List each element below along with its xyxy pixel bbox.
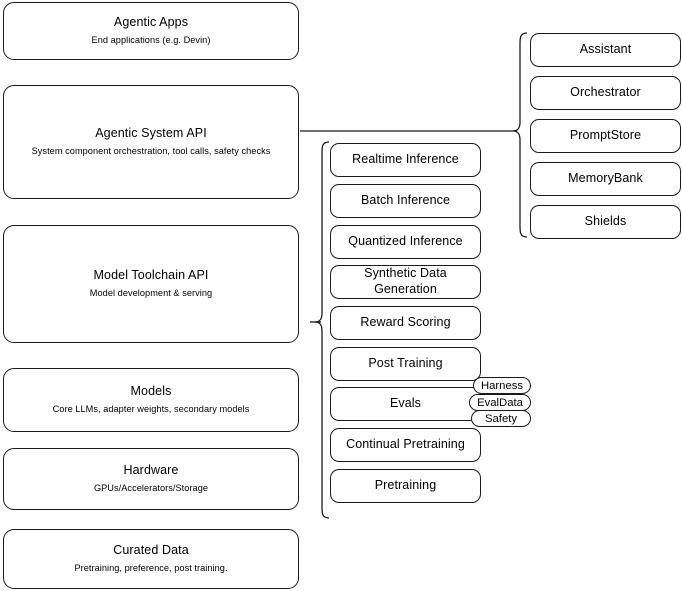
toolchain-component-continual-pretraining[interactable]: Continual Pretraining — [330, 428, 481, 462]
component-label: Realtime Inference — [352, 152, 459, 167]
toolchain-component-post-training[interactable]: Post Training — [330, 347, 481, 381]
layer-title: Models — [130, 384, 172, 399]
system-component-promptstore[interactable]: PromptStore — [530, 119, 681, 153]
toolchain-component-reward-scoring[interactable]: Reward Scoring — [330, 306, 481, 340]
component-label: Assistant — [579, 42, 632, 57]
layer-subtitle: GPUs/Accelerators/Storage — [93, 483, 209, 494]
stack-layer-hardware[interactable]: Hardware GPUs/Accelerators/Storage — [3, 448, 299, 510]
component-label: Pretraining — [374, 478, 437, 493]
badge-label: Safety — [484, 412, 518, 425]
badge-label: Harness — [480, 379, 524, 392]
system-component-shields[interactable]: Shields — [530, 205, 681, 239]
component-label: PromptStore — [569, 128, 642, 143]
badge-label: EvalData — [477, 396, 523, 409]
component-label: Orchestrator — [570, 85, 641, 100]
system-component-orchestrator[interactable]: Orchestrator — [530, 76, 681, 110]
stack-layer-models[interactable]: Models Core LLMs, adapter weights, secon… — [3, 368, 299, 432]
toolchain-component-realtime-inference[interactable]: Realtime Inference — [330, 143, 481, 177]
toolchain-component-quantized-inference[interactable]: Quantized Inference — [330, 225, 481, 259]
stack-layer-agentic-system-api[interactable]: Agentic System API System component orch… — [3, 85, 299, 199]
layer-title: Hardware — [123, 463, 179, 478]
eval-badge-evaldata[interactable]: EvalData — [469, 394, 531, 411]
component-label: Quantized Inference — [348, 234, 463, 249]
stack-layer-agentic-apps[interactable]: Agentic Apps End applications (e.g. Devi… — [3, 2, 299, 60]
layer-subtitle: Core LLMs, adapter weights, secondary mo… — [52, 404, 250, 415]
eval-badge-safety[interactable]: Safety — [471, 410, 531, 427]
component-label: Reward Scoring — [360, 315, 451, 330]
toolchain-component-synthetic-data-generation[interactable]: Synthetic Data Generation — [330, 265, 481, 299]
layer-title: Model Toolchain API — [93, 268, 209, 283]
toolchain-components-brace — [314, 141, 330, 519]
component-label: Continual Pretraining — [346, 437, 465, 452]
component-label: Synthetic Data Generation — [364, 266, 447, 296]
stack-layer-model-toolchain-api[interactable]: Model Toolchain API Model development & … — [3, 225, 299, 343]
layer-subtitle: End applications (e.g. Devin) — [91, 35, 211, 46]
toolchain-component-pretraining[interactable]: Pretraining — [330, 469, 481, 503]
layer-subtitle: Model development & serving — [89, 288, 213, 299]
component-label: Post Training — [368, 356, 443, 371]
system-component-assistant[interactable]: Assistant — [530, 33, 681, 67]
system-components-brace — [512, 32, 528, 238]
layer-title: Curated Data — [113, 543, 189, 558]
system-component-memorybank[interactable]: MemoryBank — [530, 162, 681, 196]
layer-subtitle: Pretraining, preference, post training. — [74, 563, 228, 574]
layer-title: Agentic Apps — [113, 15, 189, 30]
layer-subtitle: System component orchestration, tool cal… — [31, 146, 271, 157]
component-label: MemoryBank — [568, 171, 643, 186]
component-label: Shields — [584, 214, 627, 229]
stack-layer-curated-data[interactable]: Curated Data Pretraining, preference, po… — [3, 529, 299, 589]
toolchain-component-evals[interactable]: Evals — [330, 387, 481, 421]
component-label: Evals — [389, 396, 422, 411]
toolchain-component-batch-inference[interactable]: Batch Inference — [330, 184, 481, 218]
component-label: Batch Inference — [360, 193, 451, 208]
eval-badge-harness[interactable]: Harness — [473, 377, 531, 394]
layer-title: Agentic System API — [95, 126, 207, 141]
